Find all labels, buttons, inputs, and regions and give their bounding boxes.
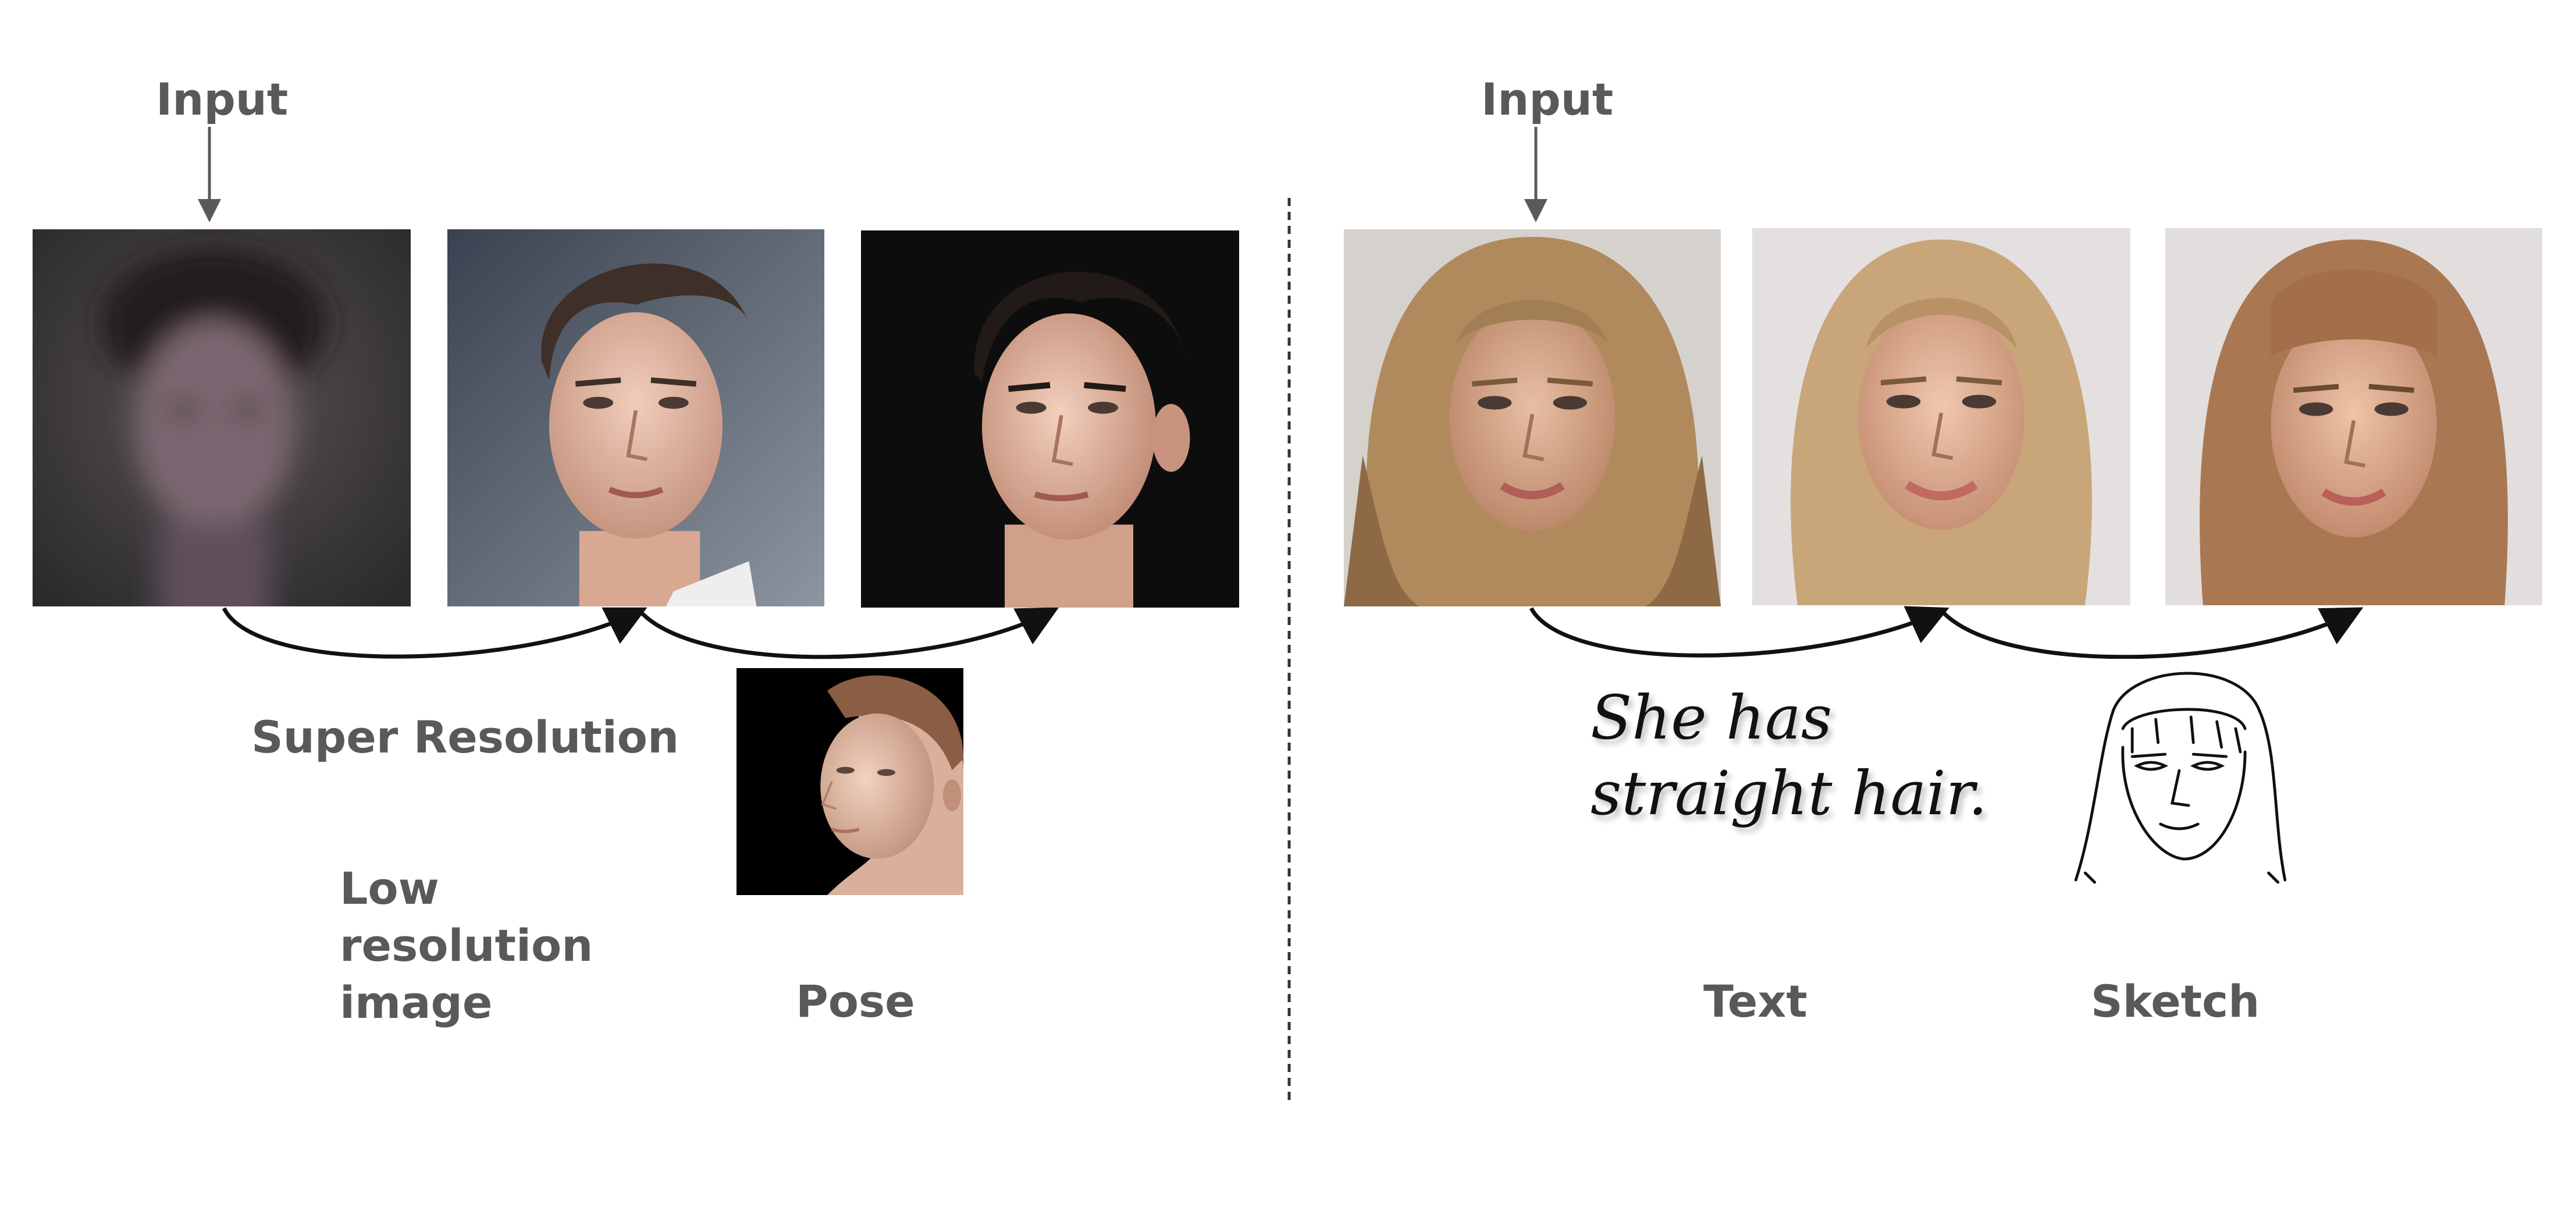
curve-arrow-right-1 <box>1529 606 1949 658</box>
low-resolution-face-image <box>33 229 411 606</box>
curve-arrow-right-2 <box>1940 607 2364 659</box>
face-sketch-drawing <box>2062 659 2297 892</box>
curve-arrow-left-1 <box>222 607 647 659</box>
super-resolved-face-image <box>447 229 824 606</box>
condition-label-pose: Pose <box>796 975 915 1027</box>
low-resolution-label-line-1: Low <box>340 862 439 914</box>
condition-label-low-resolution-image: Low resolution image <box>340 860 593 1031</box>
text-condition-line-2: straight hair. <box>1591 758 1988 829</box>
task-label-super-resolution: Super Resolution <box>251 711 679 763</box>
pose-reference-3d-face <box>736 668 963 895</box>
low-resolution-label-line-2: resolution <box>340 920 593 971</box>
curve-arrow-left-2 <box>638 607 1059 659</box>
low-resolution-label-line-3: image <box>340 977 493 1028</box>
input-face-image <box>1344 229 1721 606</box>
pose-edited-face-image <box>861 230 1239 608</box>
condition-label-sketch: Sketch <box>2091 975 2260 1027</box>
condition-label-text: Text <box>1703 975 1808 1027</box>
left-input-label: Input <box>156 73 289 125</box>
sketch-edited-face-image <box>2165 228 2542 605</box>
text-edited-face-image <box>1752 228 2130 605</box>
text-condition-line-1: She has <box>1591 682 1833 753</box>
right-input-label: Input <box>1481 73 1614 125</box>
text-condition-handwriting: She has straight hair. <box>1591 680 1987 831</box>
